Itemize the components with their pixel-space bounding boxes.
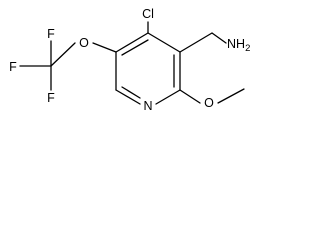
- atom-label-cl: Cl: [142, 7, 154, 21]
- atom-label-f-left: F: [9, 60, 17, 74]
- atom-label-f-bottom: F: [47, 91, 55, 105]
- bond-o-ch3: [217, 88, 245, 104]
- bond-o-cf3: [50, 42, 76, 67]
- ring-bond-c5-c4-inner: [121, 39, 149, 56]
- chemical-structure-diagram: Cl N O O F F F NH2: [9, 7, 250, 113]
- ring-bond-c4-c3: [147, 32, 181, 53]
- atom-label-f-top: F: [47, 27, 55, 41]
- atom-label-o-ether: O: [79, 36, 89, 50]
- ring-bond-n-c6: [115, 89, 141, 105]
- atom-label-n-ring: N: [143, 99, 152, 113]
- ring-bond-c5-c4: [115, 32, 149, 53]
- atom-label-o-methoxy: O: [204, 96, 214, 110]
- bond-c2-o: [179, 89, 201, 104]
- atom-label-nh2: NH2: [227, 37, 250, 54]
- ring-bond-n-c6-inner: [121, 86, 141, 99]
- bond-ch2-nh2: [211, 32, 227, 44]
- bond-c5-o: [92, 42, 117, 53]
- ring-bond-c2-n: [155, 89, 181, 105]
- bond-c3-ch2: [179, 32, 213, 53]
